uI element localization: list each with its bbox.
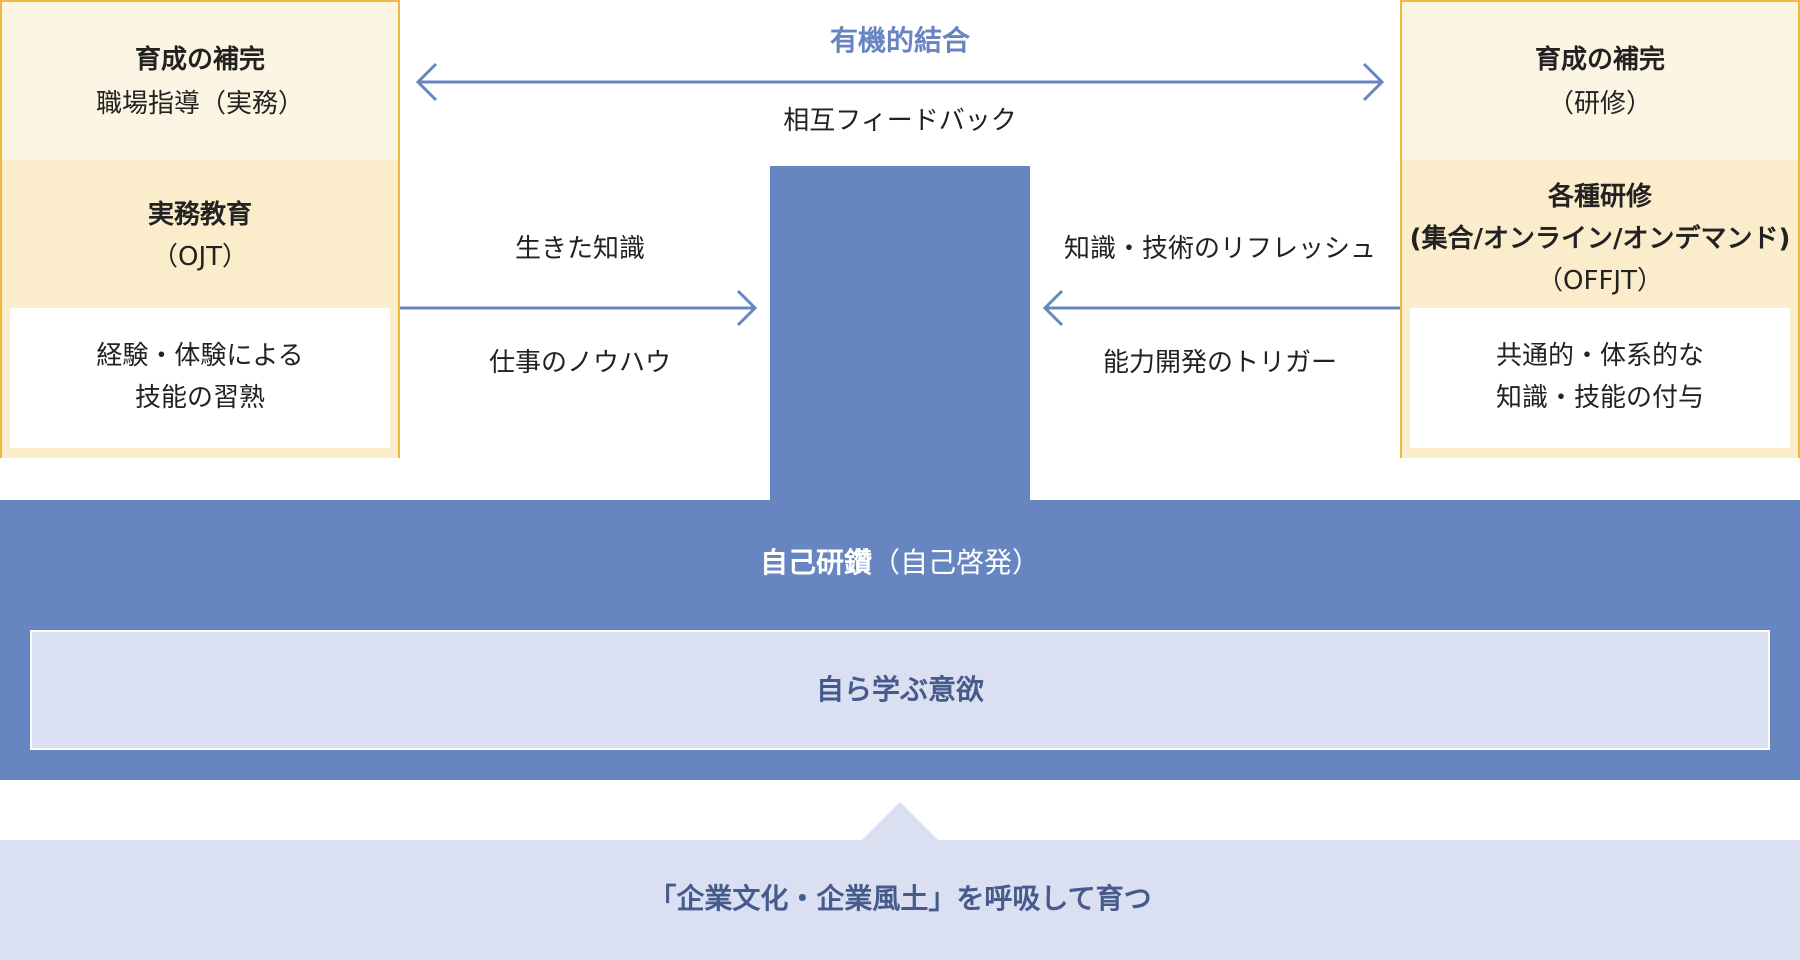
left-panel-mid-title: 実務教育 <box>147 200 252 230</box>
culture-base-label: 「企業文化・企業風土」を呼吸して育つ <box>648 882 1152 915</box>
double-arrow-icon <box>415 62 1385 102</box>
right-arrow-label-bottom: 能力開発のトリガー <box>1102 348 1337 378</box>
right-panel-body: 共通的・体系的な 知識・技能の付与 <box>1410 308 1790 448</box>
left-panel-header-title: 育成の補完 <box>134 45 265 75</box>
left-panel-header: 育成の補完 職場指導（実務） <box>2 2 398 162</box>
right-panel-header: 育成の補完 （研修） <box>1402 2 1798 162</box>
left-panel-body: 経験・体験による 技能の習熟 <box>10 308 390 448</box>
right-panel-header-title: 育成の補完 <box>1534 45 1665 75</box>
right-panel-mid-title: 各種研修 <box>1547 182 1652 212</box>
left-panel-body-line2: 技能の習熟 <box>134 383 265 413</box>
up-triangle-icon <box>860 802 940 842</box>
band-title: 自己研鑽（自己啓発） <box>0 542 1800 584</box>
right-panel-mid: 各種研修 (集合/オンライン/オンデマンド) （OFFJT） 共通的・体系的な … <box>1402 160 1798 458</box>
left-arrow-label-bottom: 仕事のノウハウ <box>488 348 671 378</box>
left-arrow-icon <box>1042 289 1400 327</box>
band-title-bold: 自己研鑽 <box>759 546 872 579</box>
right-panel-mid-subtitle: （OFFJT） <box>1537 266 1663 296</box>
right-panel-header-subtitle: （研修） <box>1547 89 1652 119</box>
central-pillar <box>770 166 1030 506</box>
connector-sublabel: 相互フィードバック <box>783 106 1017 136</box>
right-panel-body-line1: 共通的・体系的な <box>1495 341 1704 371</box>
left-panel-mid: 実務教育 （OJT） 経験・体験による 技能の習熟 <box>2 160 398 458</box>
left-panel: 育成の補完 職場指導（実務） 実務教育 （OJT） 経験・体験による 技能の習熟 <box>0 0 400 458</box>
band-inner-label: 自ら学ぶ意欲 <box>815 673 984 706</box>
left-panel-mid-subtitle: （OJT） <box>151 242 248 272</box>
right-panel-mid-title-line2: (集合/オンライン/オンデマンド) <box>1409 224 1791 254</box>
self-development-band: 自己研鑽（自己啓発） 自ら学ぶ意欲 <box>0 500 1800 780</box>
right-panel-body-line2: 知識・技能の付与 <box>1495 383 1704 413</box>
left-panel-header-subtitle: 職場指導（実務） <box>95 89 304 119</box>
connector-label: 有機的結合 <box>829 24 970 57</box>
left-arrow-label-top: 生きた知識 <box>514 234 645 264</box>
culture-base: 「企業文化・企業風土」を呼吸して育つ <box>0 840 1800 960</box>
left-panel-body-line1: 経験・体験による <box>96 341 304 371</box>
band-title-normal: （自己啓発） <box>872 546 1041 579</box>
right-arrow-label-top: 知識・技術のリフレッシュ <box>1063 234 1376 264</box>
band-inner-box: 自ら学ぶ意欲 <box>30 630 1770 750</box>
right-arrow-icon <box>400 289 758 327</box>
right-panel: 育成の補完 （研修） 各種研修 (集合/オンライン/オンデマンド) （OFFJT… <box>1400 0 1800 458</box>
